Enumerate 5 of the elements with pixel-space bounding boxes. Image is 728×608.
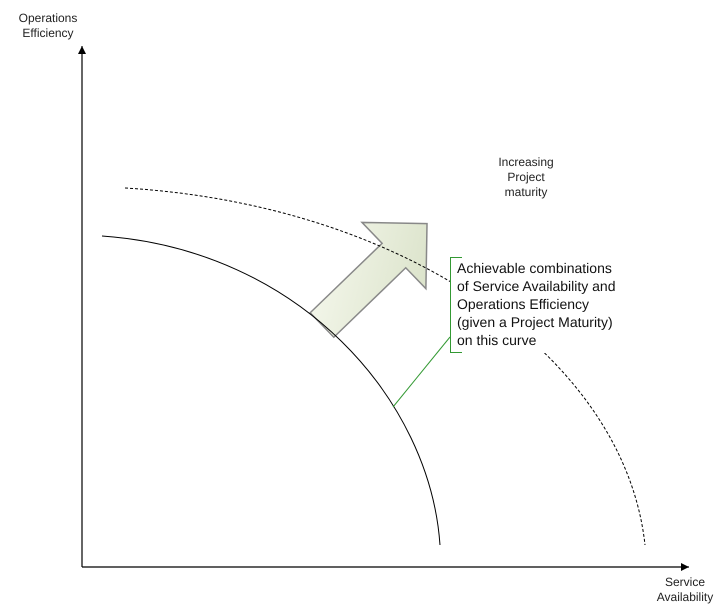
annotation-text: Increasing Project maturity — [497, 155, 555, 200]
axis-label: Operations Efficiency — [18, 11, 78, 41]
axis-label: Service Availability — [656, 575, 714, 605]
leader-line — [392, 336, 450, 408]
frontier-curve — [102, 236, 440, 546]
